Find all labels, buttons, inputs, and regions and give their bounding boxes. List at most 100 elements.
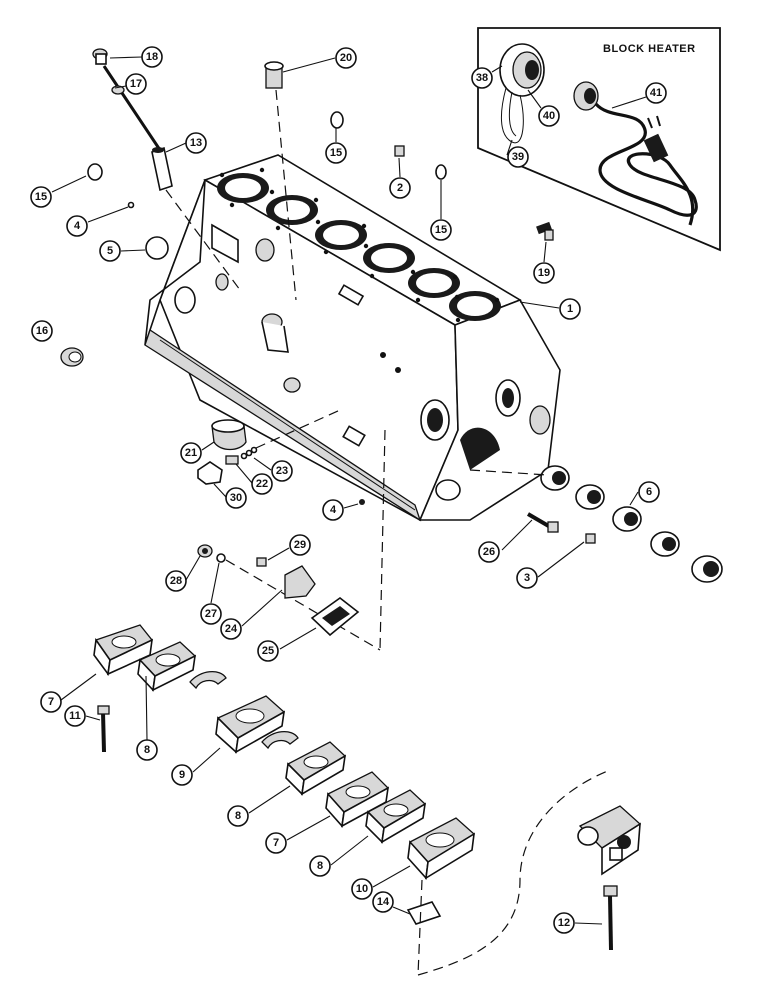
svg-text:15: 15 [435, 224, 447, 236]
callout-28: 28 [165, 570, 187, 592]
pin-29-icon [256, 557, 267, 567]
svg-text:28: 28 [170, 575, 182, 587]
svg-text:39: 39 [512, 151, 524, 163]
bearing-cap-8c-icon [365, 789, 427, 844]
plug-3-icon [585, 533, 596, 544]
svg-text:12: 12 [558, 917, 570, 929]
svg-text:26: 26 [483, 546, 495, 558]
callout-17: 17 [125, 73, 147, 95]
svg-text:40: 40 [543, 110, 555, 122]
callout-13: 13 [185, 132, 207, 154]
callout-39: 39 [507, 146, 529, 168]
callout-5: 5 [99, 240, 121, 262]
callout-4b: 4 [322, 499, 344, 521]
bearing-cap-9-icon [215, 695, 286, 754]
bolt-26-icon [526, 512, 559, 533]
lock-plate-14-icon [406, 901, 442, 925]
nut-28-icon [197, 544, 213, 558]
svg-text:18: 18 [146, 51, 158, 63]
expansion-plug-15c-icon [87, 163, 103, 181]
svg-text:5: 5 [107, 245, 113, 257]
svg-text:23: 23 [276, 465, 288, 477]
svg-text:27: 27 [205, 608, 217, 620]
fitting-22-icon [225, 455, 239, 465]
plug-20-icon [264, 61, 284, 89]
callout-7a: 7 [40, 691, 62, 713]
callout-11: 11 [64, 705, 86, 727]
svg-text:8: 8 [317, 860, 323, 872]
svg-text:29: 29 [294, 539, 306, 551]
svg-text:21: 21 [185, 447, 197, 459]
pin-4a-icon [127, 201, 135, 209]
washer-27-icon [216, 553, 226, 563]
svg-text:8: 8 [235, 810, 241, 822]
svg-text:2: 2 [397, 182, 403, 194]
callout-24: 24 [220, 618, 242, 640]
svg-text:19: 19 [538, 267, 550, 279]
svg-text:4: 4 [74, 220, 81, 232]
cylinder-bores [217, 173, 501, 321]
callout-14: 14 [372, 891, 394, 913]
callout-41: 41 [645, 82, 667, 104]
svg-text:24: 24 [225, 623, 238, 635]
svg-text:38: 38 [476, 72, 488, 84]
inset-title: BLOCK HEATER [603, 43, 696, 55]
callout-12: 12 [553, 912, 575, 934]
main-bearing-caps [93, 624, 476, 880]
cover-plate-24-icon [284, 565, 316, 599]
callout-10: 10 [351, 878, 373, 900]
svg-text:25: 25 [262, 645, 274, 657]
head-bolt-holes [219, 167, 500, 323]
heater-element-icon [499, 43, 545, 144]
bearing-shell-b-icon [261, 731, 299, 750]
expansion-plug-15b-icon [435, 164, 447, 180]
svg-text:22: 22 [256, 478, 268, 490]
oil-filter-boss [261, 313, 301, 393]
svg-text:20: 20 [340, 52, 352, 64]
bearing-cap-8a-icon [137, 641, 197, 692]
callout-7b: 7 [265, 832, 287, 854]
bearing-cap-10-icon [407, 817, 476, 880]
pin-4b-icon [359, 499, 365, 505]
callout-20: 20 [335, 47, 357, 69]
callout-27: 27 [200, 603, 222, 625]
callout-15a: 15 [325, 142, 347, 164]
callout-16: 16 [31, 320, 53, 342]
expansion-plug-15a-icon [330, 111, 344, 129]
leader-lines [51, 56, 647, 925]
svg-text:3: 3 [524, 572, 530, 584]
callout-21: 21 [180, 442, 202, 464]
gasket-25-icon [310, 597, 360, 637]
fitting-30-icon [197, 461, 223, 485]
callout-4a: 4 [66, 215, 88, 237]
cam-bearings-6-icon [540, 465, 723, 583]
pump-bolt-12-icon [603, 885, 618, 951]
svg-text:15: 15 [330, 147, 342, 159]
callout-8c: 8 [309, 855, 331, 877]
callout-9: 9 [171, 764, 193, 786]
callout-19: 19 [533, 262, 555, 284]
svg-text:11: 11 [69, 710, 81, 722]
callout-8a: 8 [136, 739, 158, 761]
svg-text:41: 41 [650, 87, 662, 99]
svg-text:17: 17 [130, 78, 142, 90]
plug-2-icon [394, 145, 405, 157]
callout-18: 18 [141, 46, 163, 68]
dipstick-cap-icon [92, 48, 108, 65]
dipstick-tube-icon [102, 65, 162, 151]
guide-tube-icon [151, 146, 173, 192]
heater-cord-icon [573, 81, 698, 226]
svg-text:13: 13 [190, 137, 202, 149]
svg-text:14: 14 [377, 896, 390, 908]
callout-8b: 8 [227, 805, 249, 827]
callout-6: 6 [638, 481, 660, 503]
svg-text:10: 10 [356, 883, 368, 895]
cap-21-icon [211, 419, 247, 451]
svg-text:7: 7 [273, 837, 279, 849]
block-heater-inset: BLOCK HEATER [477, 27, 721, 252]
svg-text:7: 7 [48, 696, 54, 708]
svg-text:9: 9 [179, 769, 185, 781]
svg-text:16: 16 [36, 325, 48, 337]
